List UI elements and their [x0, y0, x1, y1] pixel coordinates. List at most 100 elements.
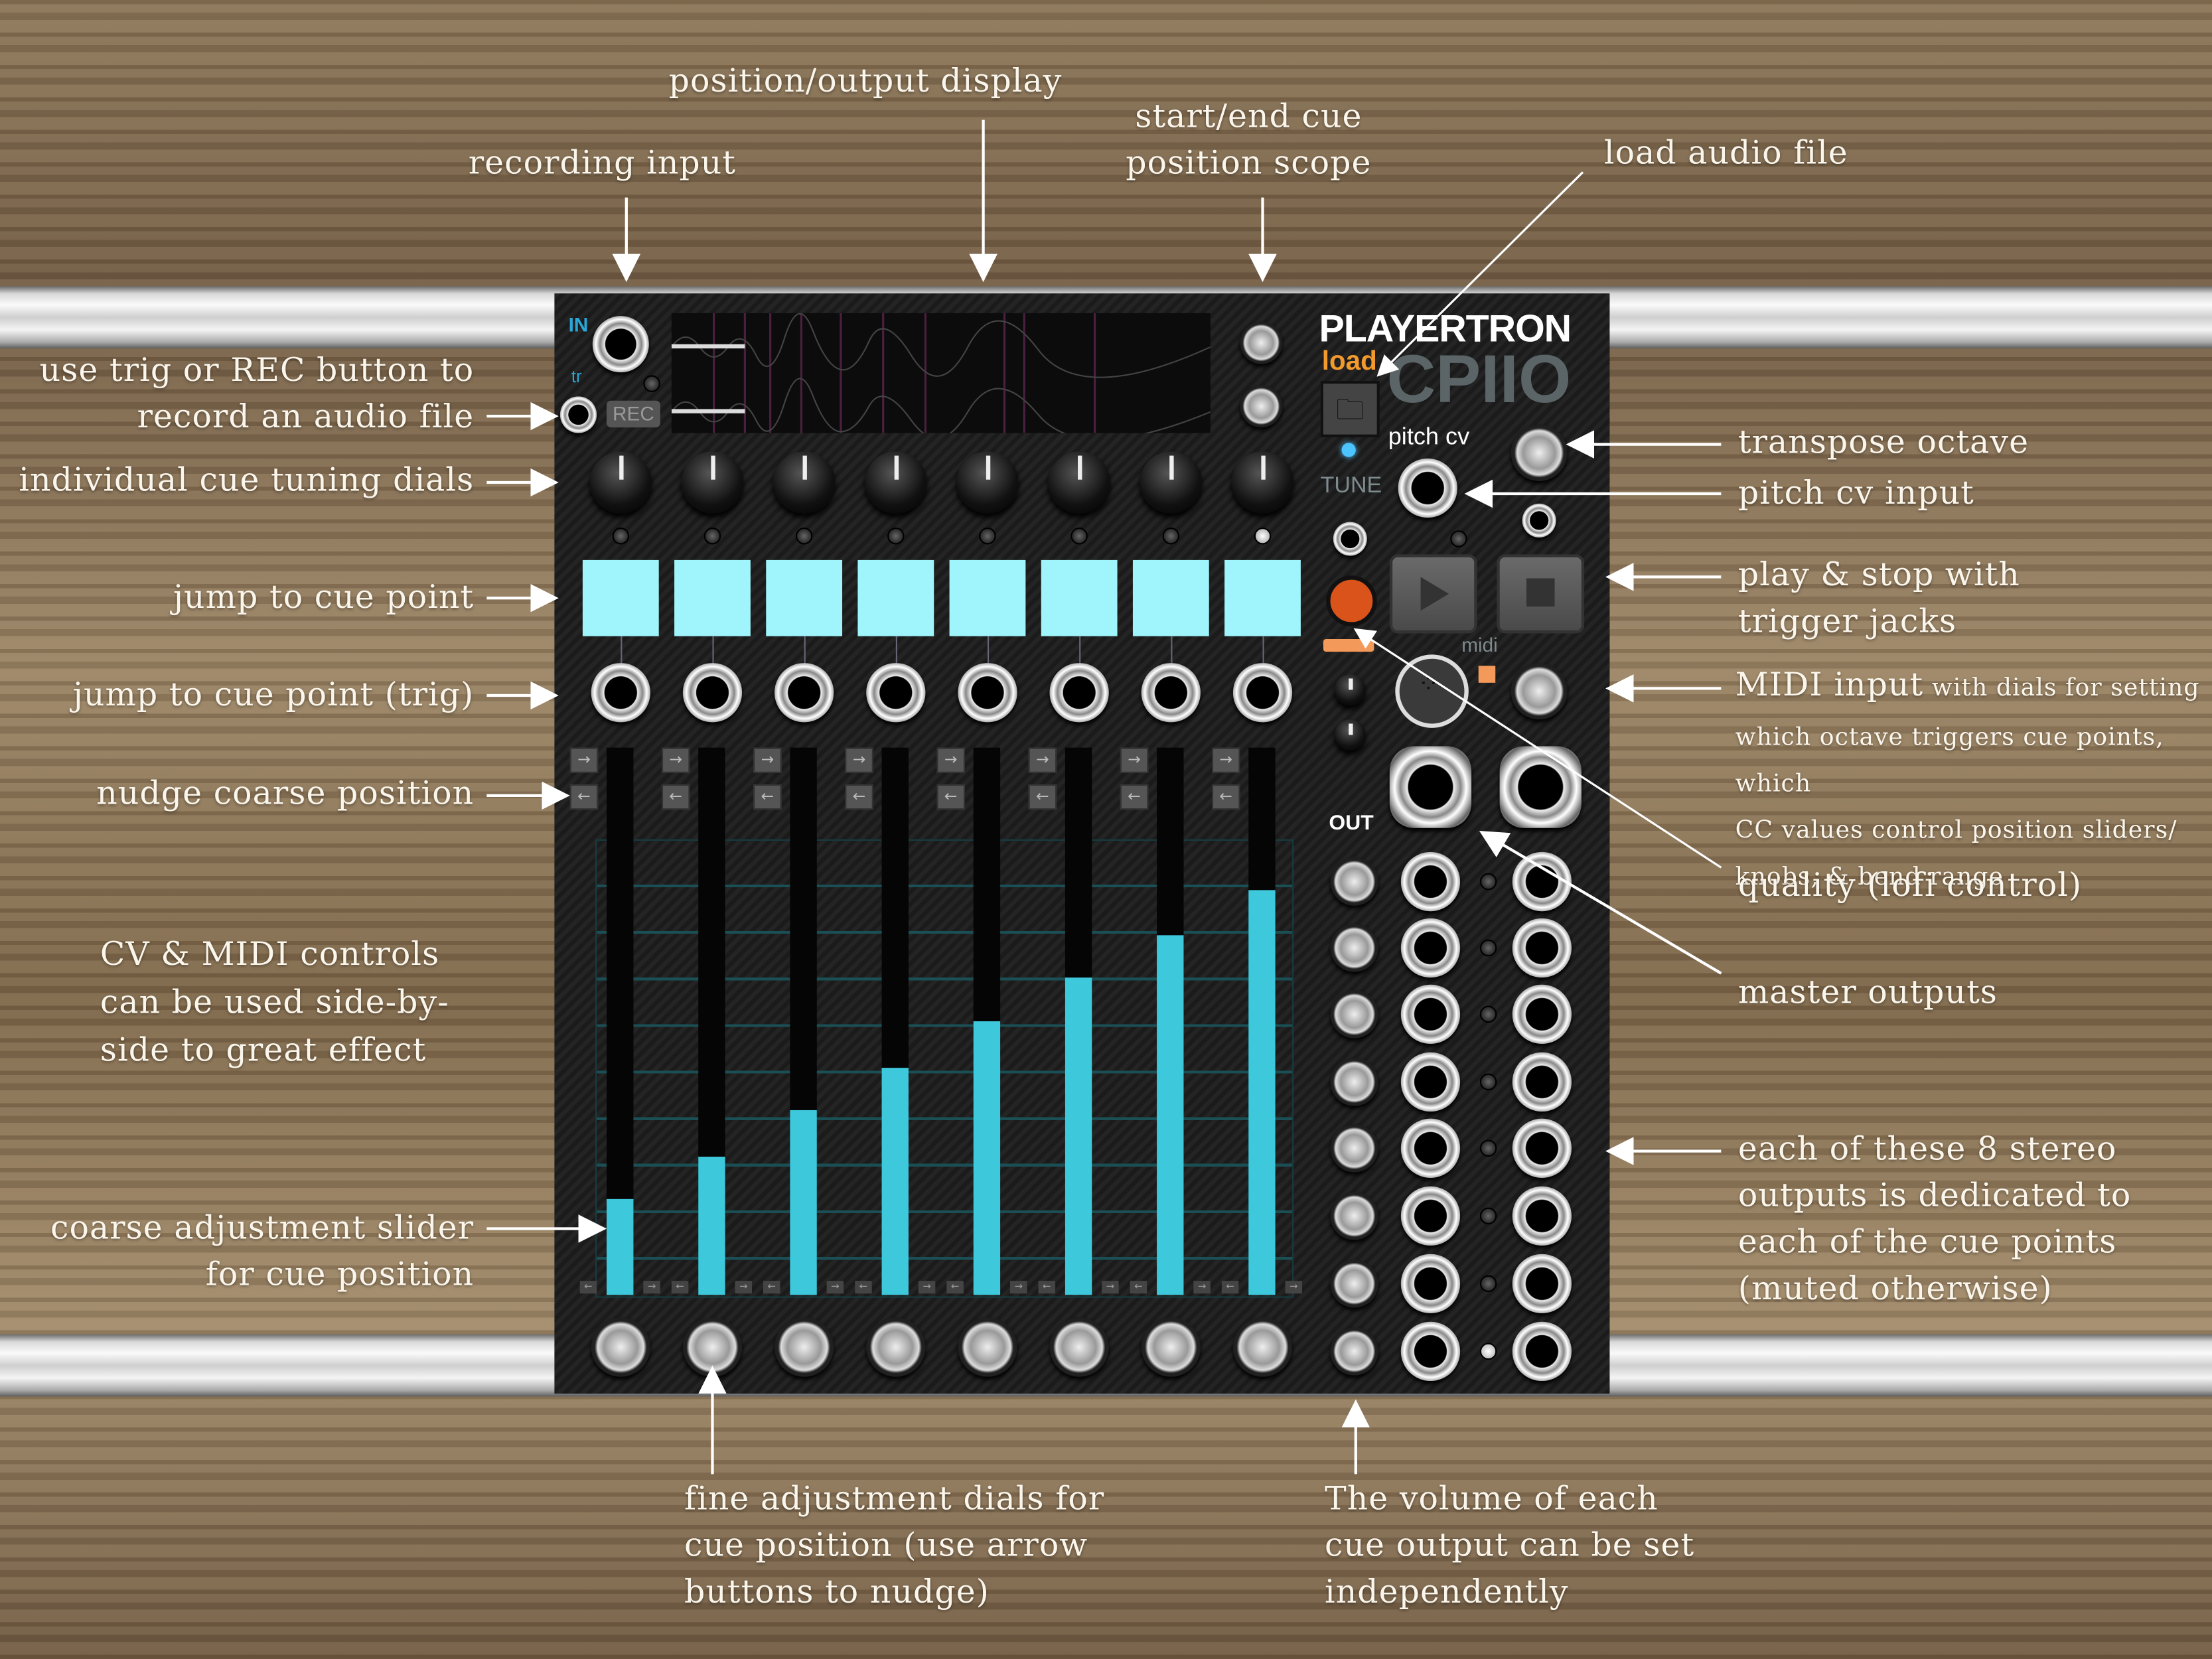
coarse-position-slider[interactable]: [1065, 747, 1092, 1295]
pitch-cv-jack[interactable]: [1398, 458, 1457, 518]
cue-jump-pad[interactable]: [1132, 559, 1209, 636]
transpose-octave-knob[interactable]: [1511, 424, 1568, 481]
nudge-right-button[interactable]: →: [936, 747, 965, 773]
slider-step-left-button[interactable]: ←: [1130, 1281, 1147, 1294]
cue-jump-pad[interactable]: [582, 559, 659, 636]
fine-adjust-dial[interactable]: [1232, 1317, 1293, 1377]
slider-step-right-button[interactable]: →: [643, 1281, 660, 1294]
nudge-left-button[interactable]: ←: [1211, 784, 1240, 810]
output-volume-knob[interactable]: [1330, 1260, 1378, 1308]
rec-button[interactable]: REC: [607, 400, 660, 428]
output-volume-knob[interactable]: [1330, 1124, 1378, 1173]
slider-step-right-button[interactable]: →: [826, 1281, 844, 1294]
master-out-right-jack[interactable]: [1499, 746, 1582, 828]
stop-button[interactable]: [1497, 554, 1585, 634]
slider-step-left-button[interactable]: ←: [855, 1281, 872, 1294]
fine-adjust-dial[interactable]: [774, 1317, 834, 1377]
cue-tuning-knob[interactable]: [1140, 451, 1203, 514]
nudge-left-button[interactable]: ←: [569, 784, 599, 810]
nudge-right-button[interactable]: →: [845, 747, 873, 773]
play-button[interactable]: [1389, 554, 1477, 634]
coarse-position-slider[interactable]: [881, 747, 909, 1295]
nudge-left-button[interactable]: ←: [661, 784, 690, 810]
cue-tuning-knob[interactable]: [681, 451, 744, 514]
midi-octave-knob[interactable]: [1511, 663, 1568, 720]
recording-input-jack[interactable]: [592, 316, 649, 373]
output-volume-knob[interactable]: [1330, 990, 1378, 1039]
cue-output-right-jack[interactable]: [1512, 984, 1572, 1045]
nudge-right-button[interactable]: →: [1120, 747, 1149, 773]
cue-output-right-jack[interactable]: [1512, 1321, 1572, 1382]
slider-step-right-button[interactable]: →: [735, 1281, 752, 1294]
coarse-position-slider[interactable]: [973, 747, 1001, 1295]
load-file-button[interactable]: 🗀: [1320, 380, 1380, 437]
nudge-right-button[interactable]: →: [753, 747, 782, 773]
nudge-right-button[interactable]: →: [1211, 747, 1240, 773]
cue-jump-pad[interactable]: [674, 559, 751, 636]
nudge-right-button[interactable]: →: [1028, 747, 1057, 773]
output-volume-knob[interactable]: [1330, 857, 1378, 906]
cue-trigger-jack[interactable]: [682, 663, 743, 723]
nudge-left-button[interactable]: ←: [936, 784, 965, 810]
cue-jump-pad[interactable]: [857, 559, 934, 636]
cue-jump-pad[interactable]: [766, 559, 843, 636]
midi-bend-knob[interactable]: [1334, 719, 1366, 751]
coarse-position-slider[interactable]: [607, 747, 634, 1295]
cue-output-right-jack[interactable]: [1512, 1052, 1572, 1112]
slider-step-right-button[interactable]: →: [918, 1281, 936, 1294]
fine-adjust-dial[interactable]: [591, 1317, 650, 1377]
coarse-position-slider[interactable]: [1248, 747, 1276, 1295]
stop-trigger-jack[interactable]: [1522, 503, 1556, 538]
cue-tuning-knob[interactable]: [589, 451, 652, 514]
slider-step-right-button[interactable]: →: [1193, 1281, 1211, 1294]
cue-output-left-jack[interactable]: [1400, 1321, 1461, 1382]
scope-end-knob[interactable]: [1240, 385, 1283, 428]
nudge-left-button[interactable]: ←: [753, 784, 782, 810]
output-volume-knob[interactable]: [1330, 1058, 1378, 1106]
cue-trigger-jack[interactable]: [1049, 663, 1109, 723]
cue-output-left-jack[interactable]: [1400, 1186, 1461, 1246]
slider-step-left-button[interactable]: ←: [1221, 1281, 1239, 1294]
fine-adjust-dial[interactable]: [958, 1317, 1017, 1377]
nudge-left-button[interactable]: ←: [1028, 784, 1057, 810]
cue-trigger-jack[interactable]: [1232, 663, 1293, 723]
output-volume-knob[interactable]: [1330, 1192, 1378, 1240]
cue-tuning-knob[interactable]: [773, 451, 836, 514]
cue-trigger-jack[interactable]: [591, 663, 650, 723]
nudge-left-button[interactable]: ←: [845, 784, 873, 810]
cue-jump-pad[interactable]: [949, 559, 1026, 636]
cue-output-left-jack[interactable]: [1400, 918, 1461, 978]
cue-output-right-jack[interactable]: [1512, 1254, 1572, 1314]
slider-step-right-button[interactable]: →: [1010, 1281, 1027, 1294]
coarse-position-slider[interactable]: [698, 747, 725, 1295]
cue-tuning-knob[interactable]: [1231, 451, 1294, 514]
nudge-right-button[interactable]: →: [569, 747, 599, 773]
cue-output-left-jack[interactable]: [1400, 1254, 1461, 1314]
midi-input-port[interactable]: ⁘: [1395, 654, 1469, 728]
fine-adjust-dial[interactable]: [866, 1317, 926, 1377]
slider-step-left-button[interactable]: ←: [1038, 1281, 1056, 1294]
coarse-position-slider[interactable]: [790, 747, 817, 1295]
cue-output-right-jack[interactable]: [1512, 851, 1572, 912]
master-out-left-jack[interactable]: [1389, 746, 1472, 828]
cue-tuning-knob[interactable]: [1048, 451, 1110, 514]
quality-knob[interactable]: [1326, 575, 1377, 626]
output-volume-knob[interactable]: [1330, 1327, 1378, 1376]
cue-output-right-jack[interactable]: [1512, 1118, 1572, 1178]
fine-adjust-dial[interactable]: [1141, 1317, 1201, 1377]
play-trigger-jack[interactable]: [1333, 522, 1367, 556]
nudge-left-button[interactable]: ←: [1120, 784, 1149, 810]
fine-adjust-dial[interactable]: [1049, 1317, 1109, 1377]
cue-trigger-jack[interactable]: [774, 663, 834, 723]
slider-step-left-button[interactable]: ←: [946, 1281, 964, 1294]
cue-trigger-jack[interactable]: [1141, 663, 1201, 723]
slider-step-right-button[interactable]: →: [1102, 1281, 1119, 1294]
cue-output-right-jack[interactable]: [1512, 1186, 1572, 1246]
cue-output-left-jack[interactable]: [1400, 1118, 1461, 1178]
cue-output-left-jack[interactable]: [1400, 851, 1461, 912]
cue-trigger-jack[interactable]: [866, 663, 926, 723]
slider-step-left-button[interactable]: ←: [671, 1281, 689, 1294]
cue-output-left-jack[interactable]: [1400, 984, 1461, 1045]
record-trigger-jack[interactable]: [559, 396, 597, 433]
slider-step-left-button[interactable]: ←: [763, 1281, 780, 1294]
